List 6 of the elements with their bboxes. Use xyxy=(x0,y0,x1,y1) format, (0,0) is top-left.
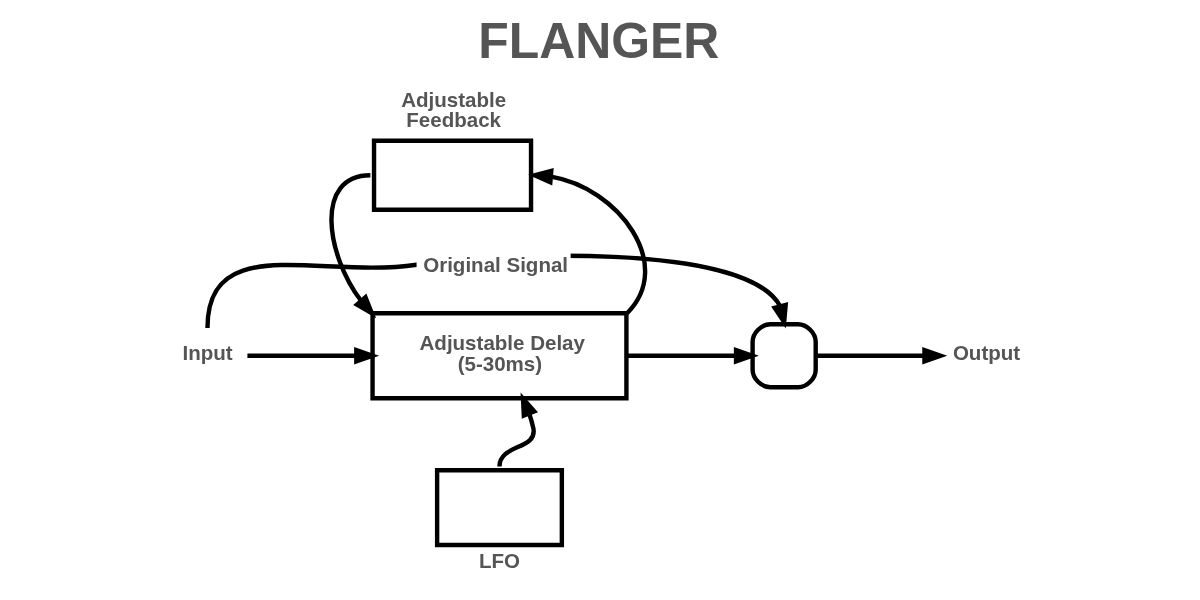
node-text: Output xyxy=(952,340,1021,364)
node-label: LFO xyxy=(478,549,521,573)
node-text: Input xyxy=(182,340,233,364)
node-label: Adjustable Feedback xyxy=(401,87,507,132)
edge-label: Original Signal xyxy=(423,252,569,276)
diagram-title: FLANGER xyxy=(478,13,720,70)
